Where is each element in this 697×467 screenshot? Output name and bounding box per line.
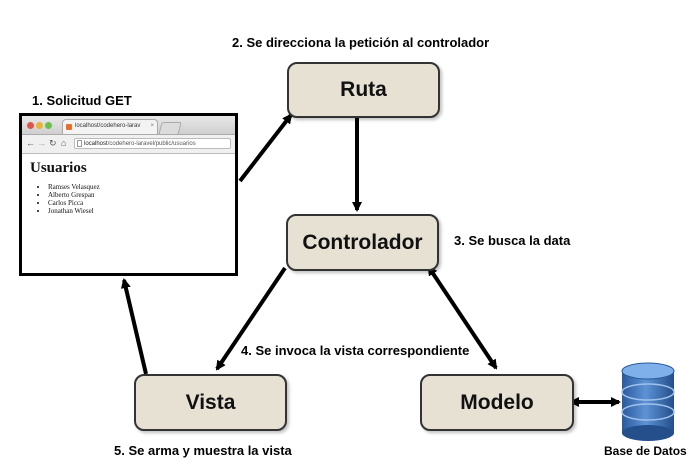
node-controlador: Controlador bbox=[286, 214, 439, 271]
tab-favicon-icon bbox=[66, 124, 72, 130]
browser-tab[interactable]: localhost/codehero-larav × bbox=[62, 119, 158, 134]
list-item: Ramses Velasquez bbox=[48, 183, 227, 191]
database-label: Base de Datos bbox=[604, 444, 687, 458]
page-heading: Usuarios bbox=[30, 160, 87, 176]
new-tab-button[interactable] bbox=[158, 122, 182, 135]
close-window-icon[interactable] bbox=[27, 122, 34, 129]
forward-icon[interactable]: → bbox=[37, 138, 46, 148]
browser-toolbar: ← → ↻ ⌂ localhost/codehero-laravel/publi… bbox=[22, 135, 235, 154]
minimize-window-icon[interactable] bbox=[36, 122, 43, 129]
step-3-label: 3. Se busca la data bbox=[454, 233, 571, 248]
users-list: Ramses Velasquez Alberto Grespan Carlos … bbox=[30, 183, 227, 215]
browser-window: localhost/codehero-larav × ← → ↻ ⌂ local… bbox=[19, 113, 238, 276]
arrow-vista-to-browser bbox=[120, 278, 148, 375]
arrow-controlador-to-vista bbox=[215, 266, 287, 371]
arrow-controlador-modelo bbox=[427, 265, 498, 370]
back-icon[interactable]: ← bbox=[26, 138, 35, 148]
list-item: Jonathan Wiesel bbox=[48, 207, 227, 215]
arrow-browser-to-ruta bbox=[238, 113, 293, 183]
browser-tab-title: localhost/codehero-larav bbox=[75, 123, 141, 129]
node-ruta: Ruta bbox=[287, 62, 440, 118]
node-vista: Vista bbox=[134, 374, 287, 431]
step-4-label: 4. Se invoca la vista correspondiente bbox=[241, 343, 470, 358]
list-item: Alberto Grespan bbox=[48, 191, 227, 199]
tab-close-icon[interactable]: × bbox=[150, 123, 154, 129]
browser-page-content: Usuarios Ramses Velasquez Alberto Grespa… bbox=[22, 154, 235, 221]
url-host: localhost bbox=[84, 141, 108, 147]
reload-icon[interactable]: ↻ bbox=[49, 138, 57, 148]
page-icon bbox=[77, 140, 82, 147]
home-icon[interactable]: ⌂ bbox=[61, 138, 67, 148]
database-icon bbox=[621, 362, 675, 441]
node-modelo: Modelo bbox=[420, 374, 574, 431]
maximize-window-icon[interactable] bbox=[45, 122, 52, 129]
browser-titlebar: localhost/codehero-larav × bbox=[22, 116, 235, 135]
step-1-label: 1. Solicitud GET bbox=[32, 93, 132, 108]
step-5-label: 5. Se arma y muestra la vista bbox=[114, 443, 292, 458]
address-bar[interactable]: localhost/codehero-laravel/public/usuari… bbox=[74, 138, 231, 149]
list-item: Carlos Picca bbox=[48, 199, 227, 207]
step-2-label: 2. Se direcciona la petición al controla… bbox=[232, 35, 490, 50]
url-path: /codehero-laravel/public/usuarios bbox=[107, 141, 196, 147]
